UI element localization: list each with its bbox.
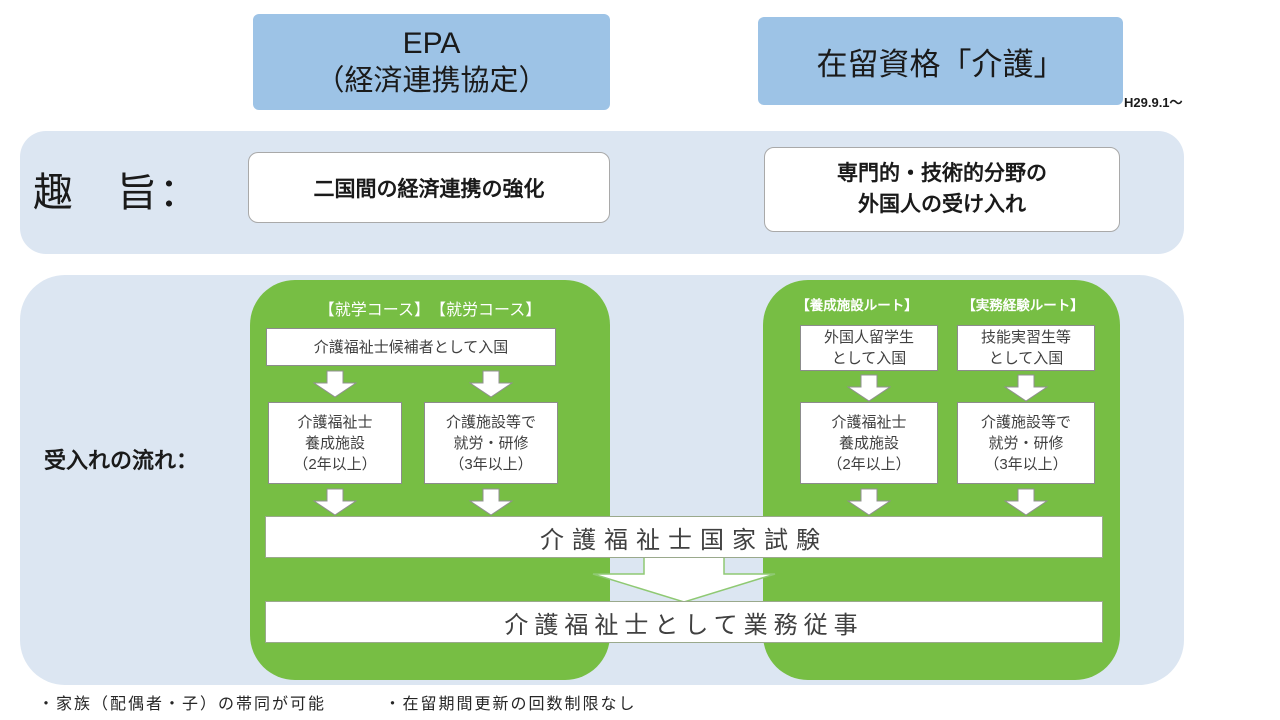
down-arrow-icon xyxy=(847,488,891,516)
kaigo-purpose-line2: 外国人の受け入れ xyxy=(858,192,1026,216)
kaigo-entry1-line1: 外国人留学生 xyxy=(823,329,914,346)
footnote-family: ・家族（配偶者・子）の帯同が可能 xyxy=(38,696,327,713)
purpose-label: 趣 旨： xyxy=(33,171,201,215)
footnote-renewal: ・在留期間更新の回数制限なし xyxy=(384,696,637,713)
footnote: ・家族（配偶者・子）の帯同が可能 ・在留期間更新の回数制限なし xyxy=(38,690,636,714)
epa-work-line1: 介護施設等で xyxy=(445,413,536,431)
kaigo-route2-header: 【実務経験ルート】 xyxy=(962,298,1084,313)
kaigo-work-box: 介護施設等で 就労・研修 （3年以上） xyxy=(957,402,1095,484)
epa-entry-text: 介護福祉士候補者として入国 xyxy=(313,338,509,356)
epa-purpose-box: 二国間の経済連携の強化 xyxy=(248,152,610,223)
epa-school-line2: 養成施設 xyxy=(304,434,365,452)
kaigo-purpose-line1: 専門的・技術的分野の xyxy=(837,162,1047,186)
epa-school-line3: （2年以上） xyxy=(293,455,377,473)
employment-box: 介護福祉士として業務従事 xyxy=(265,601,1103,643)
kaigo-entry2-box: 技能実習生等 として入国 xyxy=(957,325,1095,371)
kaigo-work-line1: 介護施設等で xyxy=(980,413,1071,431)
down-arrow-icon xyxy=(313,488,357,516)
kaigo-purpose-box: 専門的・技術的分野の 外国人の受け入れ xyxy=(764,147,1120,232)
kaigo-work-line2: 就労・研修 xyxy=(988,434,1064,452)
epa-work-box: 介護施設等で 就労・研修 （3年以上） xyxy=(424,402,558,484)
flow-label: 受入れの流れ： xyxy=(44,448,199,473)
kaigo-school-box: 介護福祉士 養成施設 （2年以上） xyxy=(800,402,938,484)
kaigo-entry2-line2: として入国 xyxy=(988,350,1064,367)
down-arrow-icon xyxy=(847,374,891,402)
kaigo-school-line2: 養成施設 xyxy=(838,434,899,452)
kaigo-school-line3: （2年以上） xyxy=(827,455,911,473)
kaigo-entry1-line2: として入国 xyxy=(831,350,907,367)
epa-course-header: 【就学コース】 【就労コース】 xyxy=(318,302,542,319)
epa-school-line1: 介護福祉士 xyxy=(297,413,373,431)
national-exam-box: 介護福祉士国家試験 xyxy=(265,516,1103,558)
down-arrow-icon xyxy=(469,370,513,398)
effective-date-note: H29.9.1～ xyxy=(1124,95,1183,110)
kaigo-title: 在留資格「介護」 xyxy=(816,46,1065,82)
kaigo-school-line1: 介護福祉士 xyxy=(831,413,907,431)
kaigo-entry2-line1: 技能実習生等 xyxy=(980,329,1071,346)
kaigo-header-box: 在留資格「介護」 xyxy=(758,17,1123,105)
kaigo-entry1-box: 外国人留学生 として入国 xyxy=(800,325,938,371)
down-arrow-icon xyxy=(469,488,513,516)
epa-title-line1: EPA xyxy=(402,27,461,61)
epa-header-box: EPA （経済連携協定） xyxy=(253,14,610,110)
epa-purpose-text: 二国間の経済連携の強化 xyxy=(313,177,545,201)
down-arrow-icon xyxy=(1004,488,1048,516)
employment-text: 介護福祉士として業務従事 xyxy=(504,611,864,639)
epa-work-line2: 就労・研修 xyxy=(453,434,529,452)
national-exam-text: 介護福祉士国家試験 xyxy=(540,526,828,554)
kaigo-route1-header: 【養成施設ルート】 xyxy=(796,298,918,313)
kaigo-work-line3: （3年以上） xyxy=(984,455,1068,473)
down-arrow-icon xyxy=(592,554,776,603)
epa-title-line2: （経済連携協定） xyxy=(315,64,548,97)
epa-entry-box: 介護福祉士候補者として入国 xyxy=(266,328,556,366)
epa-school-box: 介護福祉士 養成施設 （2年以上） xyxy=(268,402,402,484)
down-arrow-icon xyxy=(313,370,357,398)
down-arrow-icon xyxy=(1004,374,1048,402)
epa-work-line3: （3年以上） xyxy=(449,455,533,473)
